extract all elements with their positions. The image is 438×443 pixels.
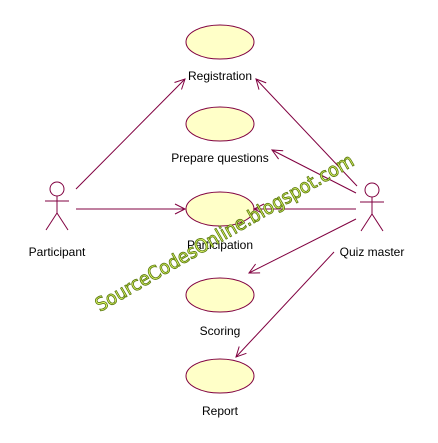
report-ellipse — [185, 358, 255, 394]
use-case-scoring: Scoring — [185, 277, 255, 338]
actor-quiz-master: Quiz master — [340, 182, 405, 259]
association-quizmaster-participation — [252, 203, 356, 215]
association-quizmaster-prepare-questions — [270, 149, 357, 194]
prepare-questions-ellipse — [185, 106, 255, 142]
arrowhead — [248, 263, 261, 274]
use-case-prepare-questions: Prepare questions — [171, 106, 269, 165]
participant-head — [49, 181, 65, 197]
association-quizmaster-registration — [255, 78, 358, 187]
use-case-participation: Participation — [185, 191, 255, 252]
participant-right-leg — [56, 212, 69, 231]
association-participant-registration — [75, 78, 186, 190]
arrowhead — [252, 203, 265, 215]
association-quizmaster-scoring — [248, 218, 357, 274]
report-label: Report — [202, 404, 239, 418]
association-participant-participation — [76, 203, 187, 215]
arrowhead — [174, 203, 187, 215]
quiz-master-left-leg — [360, 213, 373, 232]
use-case-report: Report — [185, 358, 255, 418]
participation-label: Participation — [187, 238, 253, 252]
registration-label: Registration — [188, 69, 252, 83]
scoring-label: Scoring — [200, 324, 241, 338]
association-line — [255, 78, 358, 187]
prepare-questions-label: Prepare questions — [171, 151, 268, 165]
registration-ellipse — [185, 24, 255, 60]
arrowhead — [174, 78, 186, 90]
association-quizmaster-report — [235, 251, 335, 358]
arrowhead — [235, 346, 247, 358]
actor-participant: Participant — [29, 181, 86, 259]
arrowhead — [255, 78, 267, 90]
quiz-master-head — [364, 182, 380, 198]
participant-label: Participant — [29, 245, 86, 259]
quiz-master-label: Quiz master — [340, 245, 405, 259]
association-line — [248, 218, 357, 274]
use-case-registration: Registration — [185, 24, 255, 83]
association-line — [271, 149, 357, 194]
participant-left-leg — [45, 212, 58, 231]
quiz-master-right-leg — [371, 213, 384, 232]
arrowhead — [270, 149, 284, 160]
association-line — [235, 251, 335, 358]
association-line — [75, 78, 186, 190]
scoring-ellipse — [185, 277, 255, 313]
